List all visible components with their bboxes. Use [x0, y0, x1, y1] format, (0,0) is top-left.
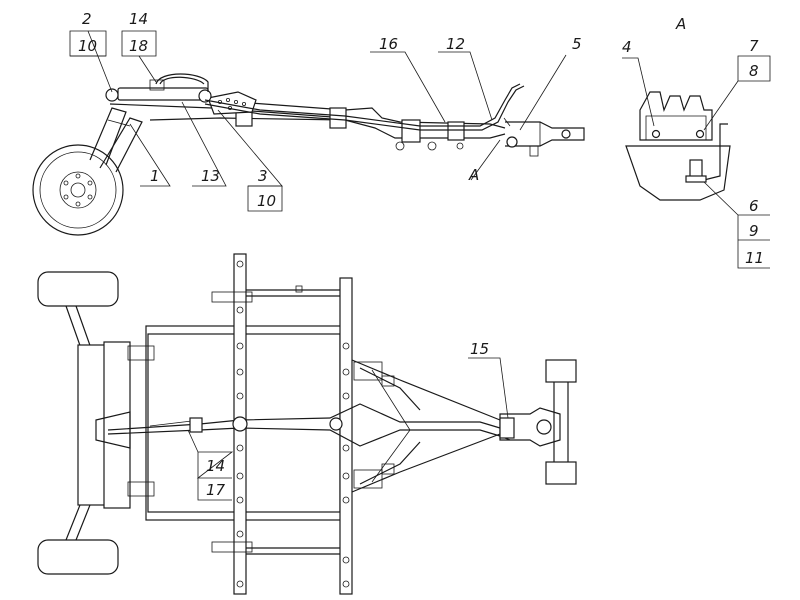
- callout-9: 9: [749, 222, 759, 240]
- side-wheel: [32, 144, 124, 236]
- callout-18: 18: [129, 37, 148, 55]
- side-main-frame: [107, 95, 506, 151]
- side-view: 2 10 14 18 16 12 5 A 1 13 3 10: [32, 10, 585, 236]
- top-main-frame: [145, 253, 353, 595]
- top-drawbar: [351, 359, 501, 493]
- callout-12: 12: [446, 35, 465, 53]
- side-wheel-strut: [89, 107, 143, 173]
- callout-13: 13: [201, 167, 220, 185]
- side-hydraulic-cylinder: [105, 79, 212, 103]
- callout-17: 17: [206, 481, 226, 499]
- top-hitch: [499, 359, 577, 485]
- top-wheel-upper: [37, 271, 119, 307]
- top-hose-line: [107, 403, 515, 447]
- side-hitch: [505, 121, 585, 157]
- callout-A-section: A: [468, 166, 479, 184]
- detail-view-a: A 4 7 8 6 9 11: [622, 15, 771, 269]
- callout-6: 6: [749, 197, 759, 215]
- top-rear-frame: [65, 305, 155, 541]
- callout-10-top: 10: [78, 37, 97, 55]
- side-mount-plate: [207, 91, 257, 115]
- callout-2: 2: [82, 10, 92, 28]
- callout-4: 4: [622, 38, 632, 56]
- top-view: 15 14 17: [37, 253, 577, 595]
- callout-15: 15: [470, 340, 489, 358]
- callout-14-side: 14: [129, 10, 148, 28]
- callout-3: 3: [258, 167, 268, 185]
- callout-14-top: 14: [206, 457, 225, 475]
- side-leaders: [69, 30, 567, 212]
- detail-title-A: A: [675, 15, 686, 33]
- top-wheel-lower: [37, 539, 119, 575]
- callout-1: 1: [150, 167, 160, 185]
- callout-11: 11: [745, 249, 764, 267]
- callout-16: 16: [379, 35, 398, 53]
- side-hoses: [155, 73, 525, 131]
- callout-8: 8: [749, 62, 759, 80]
- callout-5: 5: [572, 35, 582, 53]
- callout-7: 7: [749, 37, 759, 55]
- callout-10-bottom: 10: [257, 192, 276, 210]
- top-leaders: [187, 357, 509, 501]
